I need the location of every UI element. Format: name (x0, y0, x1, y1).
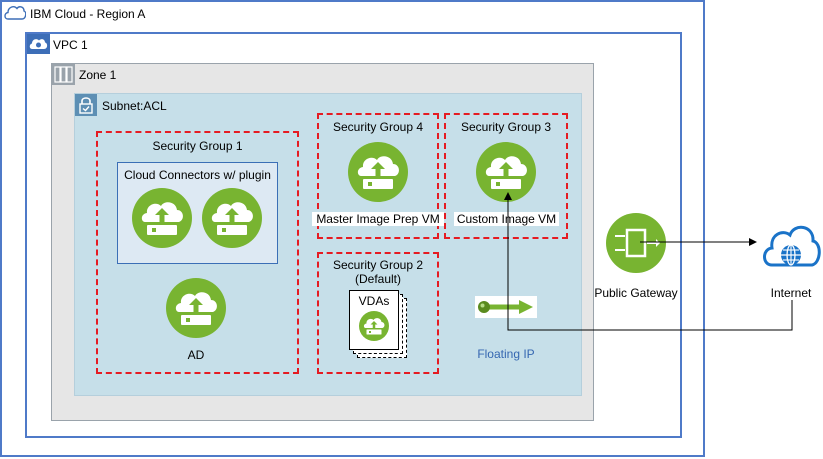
subnet-lock-icon (75, 94, 97, 116)
security-group-4-label: Security Group 4 (332, 120, 424, 134)
security-group-2-sublabel: (Default) (354, 272, 401, 286)
security-group-3 (444, 113, 568, 239)
floating-ip-label: Floating IP (477, 347, 535, 361)
internet-label: Internet (770, 286, 812, 300)
vdas-label: VDAs (358, 294, 390, 308)
internet-cloud-icon[interactable] (760, 213, 822, 275)
security-group-3-label: Security Group 3 (460, 120, 552, 134)
region-label: IBM Cloud - Region A (30, 7, 146, 21)
security-group-4 (317, 113, 439, 239)
public-gateway-icon[interactable] (606, 213, 666, 273)
public-gateway-label: Public Gateway (594, 286, 678, 300)
zone-label: Zone 1 (79, 68, 117, 82)
security-group-2 (317, 252, 439, 374)
custom-image-label: Custom Image VM (454, 212, 559, 226)
security-group-1 (96, 131, 299, 374)
master-image-label: Master Image Prep VM (312, 212, 444, 226)
subnet-label: Subnet:ACL (102, 99, 167, 113)
zone-icon (52, 64, 75, 85)
ad-label: AD (187, 348, 205, 362)
security-group-1-label: Security Group 1 (152, 139, 243, 153)
security-group-2-label: Security Group 2 (332, 258, 424, 272)
floating-ip-icon[interactable] (475, 296, 537, 318)
ibm-cloud-icon (4, 6, 26, 20)
vpc-icon (27, 34, 50, 54)
vpc-label: VPC 1 (53, 38, 88, 52)
cloud-connectors-label: Cloud Connectors w/ plugin (124, 168, 271, 182)
